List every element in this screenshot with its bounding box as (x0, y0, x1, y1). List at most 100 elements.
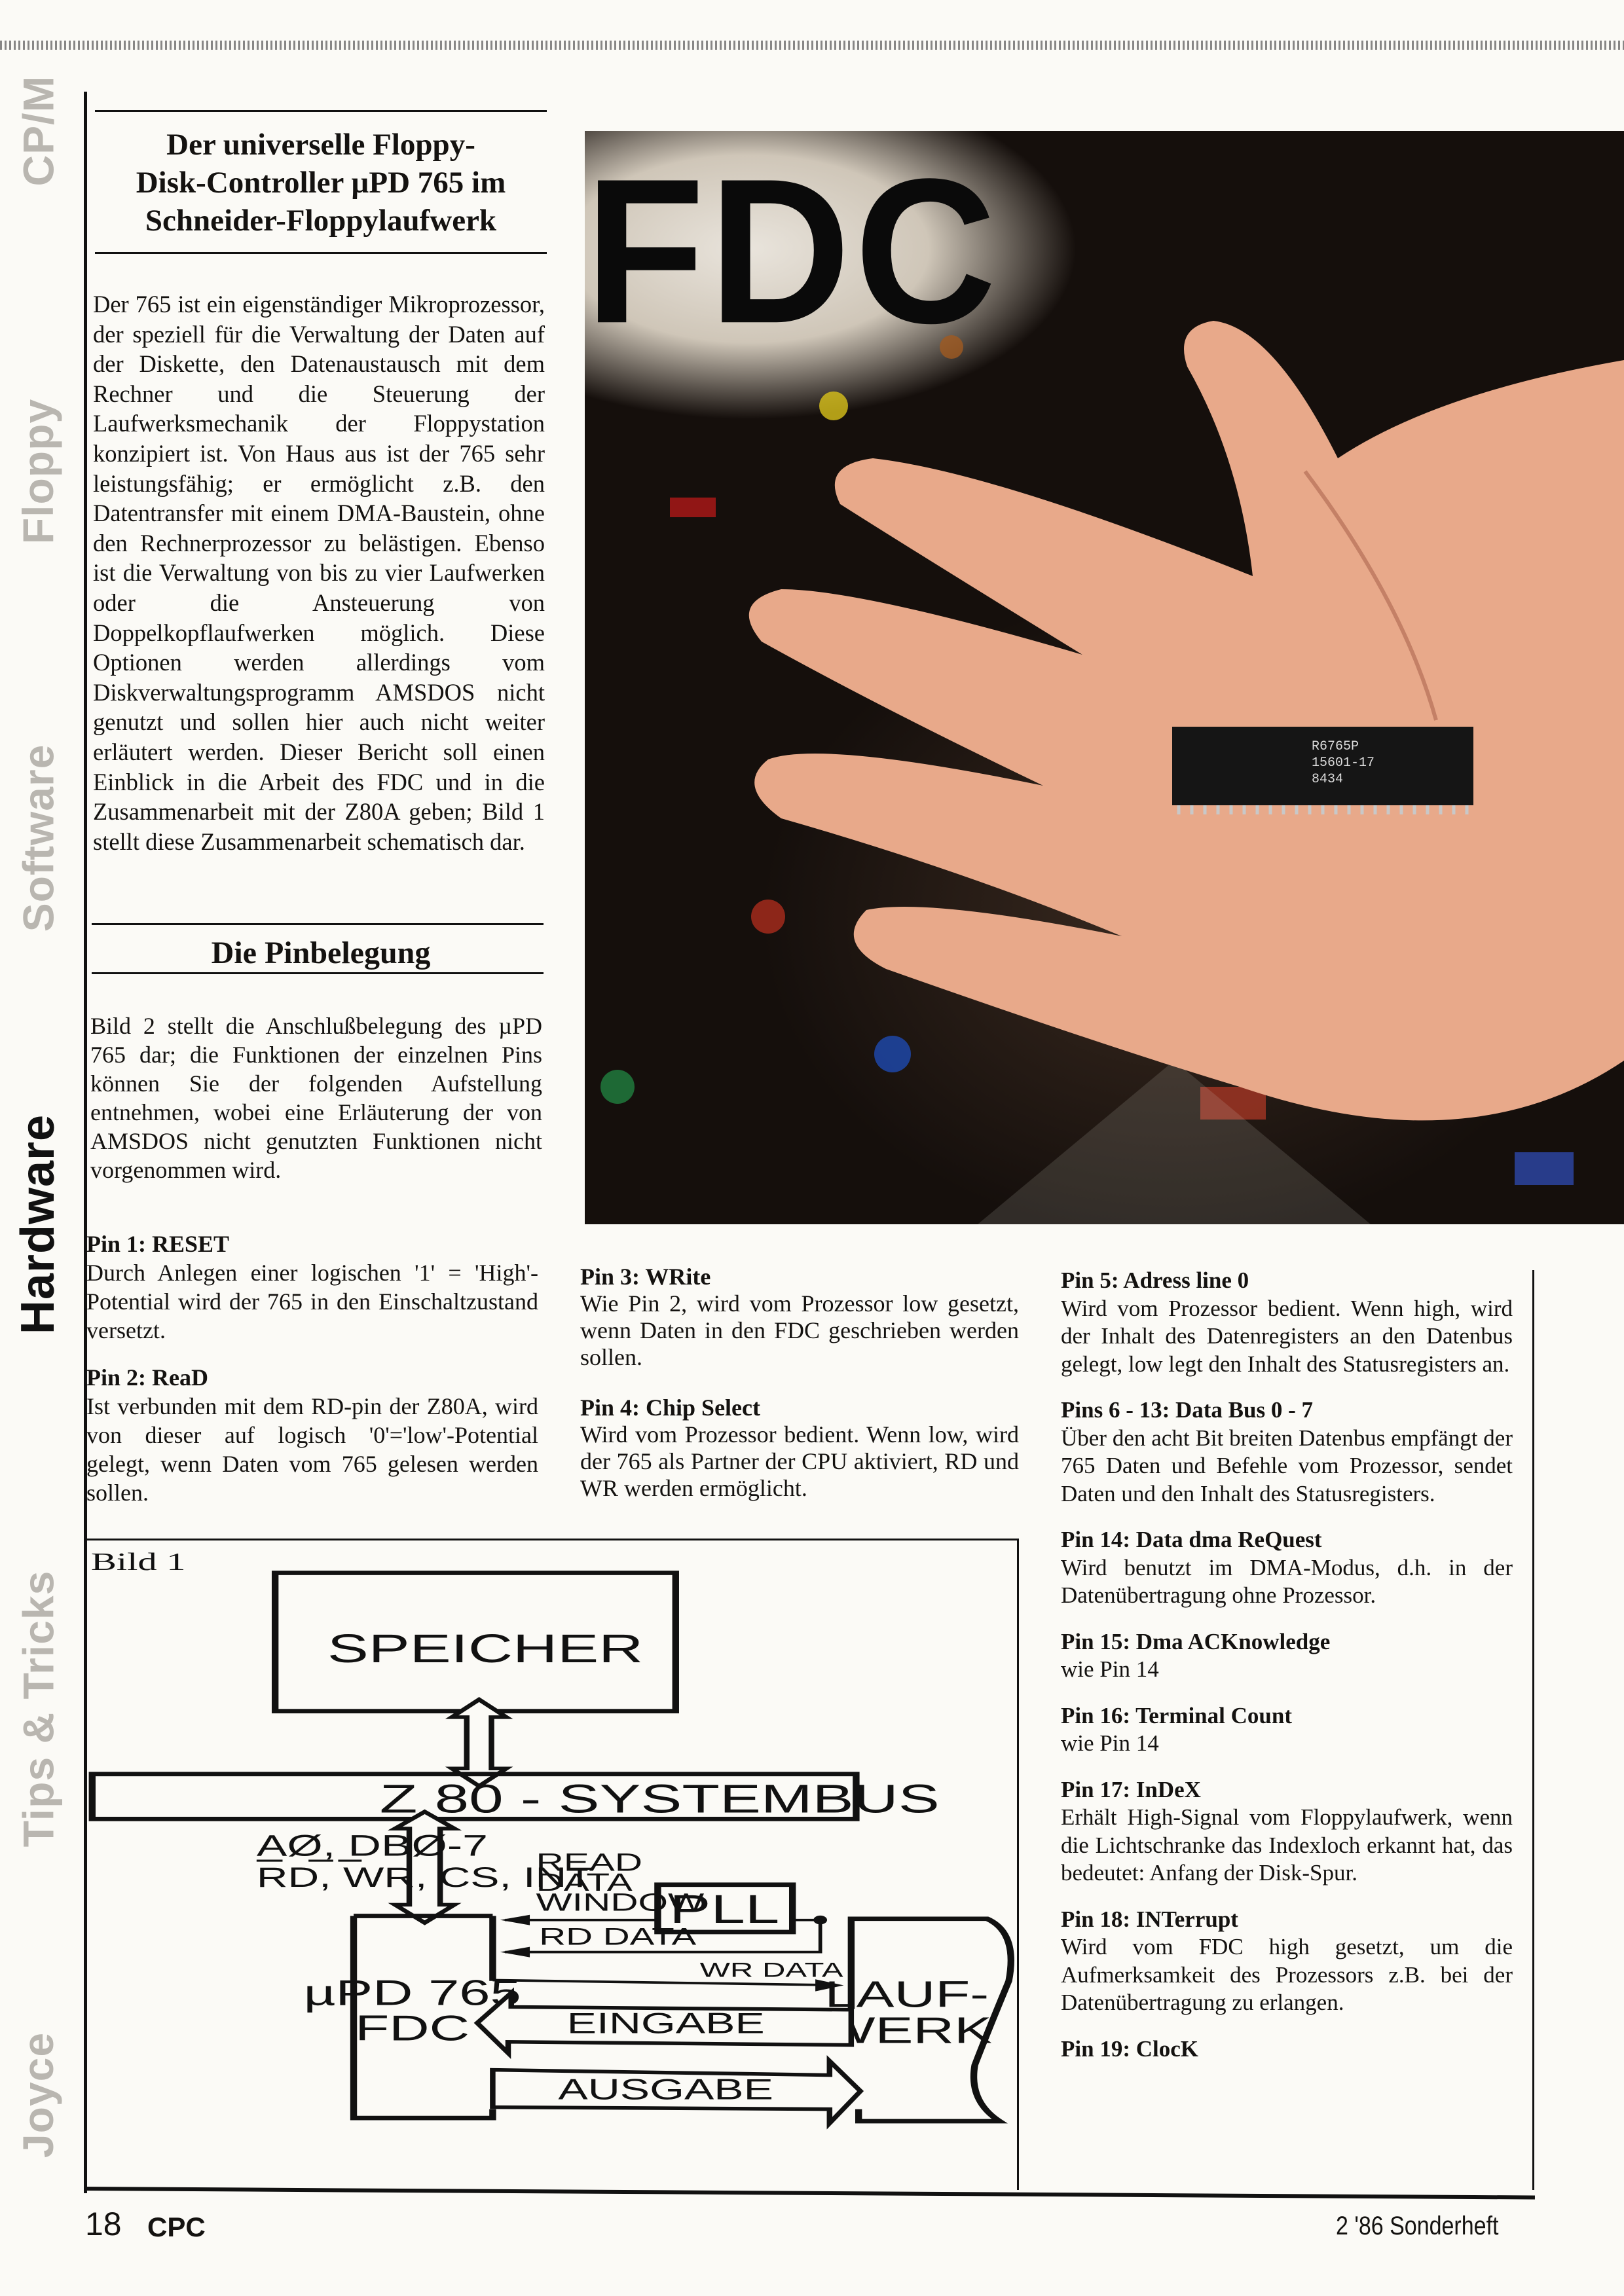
signal-label-address-data: AØ, DBØ-7 (257, 1830, 488, 1863)
pin-description: Erhält High-Signal vom Floppylaufwerk, w… (1061, 1804, 1513, 1886)
photo-headline: FDC (585, 135, 1001, 367)
chip-label: 15601-17 (1312, 756, 1375, 771)
side-tab-label: Floppy (14, 398, 62, 545)
pin-heading: Pin 3: WRite (580, 1264, 711, 1290)
pin-description: Über den acht Bit breiten Datenbus empfä… (1061, 1425, 1513, 1506)
arrowhead (815, 1979, 844, 1992)
diagram-bild-1: Bild 1 SPEICHER Z 80 - SYSTEMBUS AØ, DBØ… (88, 1548, 1014, 2130)
fdc-box (350, 1914, 496, 2121)
pin-description: wie Pin 14 (1061, 1730, 1159, 1756)
chip: R6765P 15601-17 8434 (1172, 727, 1473, 814)
board-dot (940, 335, 963, 359)
side-tab-tips-tricks[interactable]: Tips & Tricks (12, 1532, 64, 1886)
photo-illustration: R6765P 15601-17 8434 (600, 321, 1624, 1224)
wr-data-line (492, 1978, 821, 1986)
diagram-top-border (85, 1539, 1018, 1540)
side-tab-cpm[interactable]: CP/M (12, 76, 64, 187)
read-data-window-label: DATA (536, 1868, 632, 1896)
drive-box (847, 1916, 1014, 2124)
title-rule-top (95, 110, 547, 112)
side-tab-label: CP/M (14, 75, 62, 187)
signal-label-control: RD, WR, CS, INT (257, 1861, 593, 1893)
junction-dot (813, 1915, 828, 1925)
page-number: 18 (85, 2206, 122, 2242)
input-arrow (473, 1987, 855, 2060)
board-dot (819, 392, 848, 420)
pin-description: wie Pin 14 (1061, 1656, 1159, 1682)
memory-bus-arrow (445, 1697, 513, 1789)
pin-description: Wie Pin 2, wird vom Prozessor low gesetz… (580, 1290, 1019, 1370)
rd-data-label: RD DATA (539, 1923, 696, 1950)
board-dot (670, 498, 716, 517)
pin-heading: Pin 15: Dma ACKnowledge (1061, 1628, 1331, 1654)
side-tab-label: Software (14, 744, 63, 932)
read-data-window-label: WINDOW (536, 1889, 704, 1916)
side-tab-hardware[interactable]: Hardware (12, 1061, 64, 1388)
arrowhead (500, 1946, 530, 1958)
chip-pins (1177, 805, 1469, 814)
pin-heading: Pin 1: RESET (86, 1231, 230, 1257)
side-tab-label: Tips & Tricks (14, 1570, 63, 1848)
wr-data-label: WR DATA (700, 1958, 843, 1981)
section-heading: Die Pinbelegung (211, 936, 431, 970)
pin-description: Ist verbunden mit dem RD-pin der Z80A, w… (86, 1393, 538, 1506)
pin-heading: Pin 2: ReaD (86, 1364, 208, 1391)
diagram-caption: Bild 1 (91, 1548, 186, 1575)
pin-heading: Pins 6 - 13: Data Bus 0 - 7 (1061, 1397, 1314, 1423)
section-rule-bottom (92, 972, 544, 974)
title-rule-bottom (95, 252, 547, 254)
frame-left-border (84, 92, 87, 2193)
side-tab-floppy[interactable]: Floppy (12, 373, 64, 570)
bus-fdc-arrow (387, 1809, 462, 1925)
side-tab-joyce[interactable]: Joyce (12, 2016, 64, 2174)
pin-description: Wird benutzt im DMA-Modus, d.h. in der D… (1061, 1554, 1513, 1609)
game-board-pieces (600, 335, 1574, 1224)
palm-crease (1303, 470, 1438, 721)
pin-heading: Pin 16: Terminal Count (1061, 1702, 1292, 1728)
section-paragraph: Bild 2 stellt die Anschlußbelegung des µ… (90, 1013, 542, 1183)
side-tab-software[interactable]: Software (12, 714, 64, 962)
chip-label: 8434 (1312, 772, 1343, 787)
right-column-border (1532, 1270, 1534, 2190)
title-line: Der universelle Floppy- (166, 128, 475, 162)
board-dot (874, 1036, 911, 1072)
rd-data-line (505, 1918, 822, 1954)
photo-fdc-chip-in-hand: R6765P 15601-17 8434 FDC (585, 131, 1624, 1224)
board-dot (1200, 1087, 1266, 1120)
hand (748, 321, 1624, 1121)
board-dot (751, 900, 785, 934)
fdc-label: µPD 765 (304, 1973, 521, 2013)
diagram-right-border (1017, 1539, 1019, 2190)
input-label: EINGABE (567, 2007, 765, 2039)
intro-paragraph: Der 765 ist ein eigenständiger Mikroproz… (93, 291, 545, 855)
output-arrow (490, 2055, 864, 2130)
pin-heading: Pin 19: ClocK (1061, 2035, 1198, 2062)
side-tab-label: Joyce (14, 2032, 63, 2159)
pin-description: Wird vom Prozessor bedient. Wenn low, wi… (580, 1421, 1019, 1501)
issue-label: 2 '86 Sonderheft (1336, 2212, 1499, 2240)
top-dotted-rule (0, 41, 1624, 50)
pll-box (654, 1882, 796, 1935)
pin-description: Wird vom FDC high gesetzt, um die Aufmer… (1061, 1934, 1513, 2015)
title-line: Disk-Controller µPD 765 im (136, 166, 506, 200)
chip-label: R6765P (1312, 739, 1359, 754)
pll-label: PLL (669, 1887, 779, 1931)
article-title: Der universelle Floppy- Disk-Controller … (95, 126, 547, 240)
side-tab-label: Hardware (12, 1114, 64, 1335)
pin-heading: Pin 4: Chip Select (580, 1394, 760, 1421)
magazine-logo: CPC (147, 2212, 206, 2242)
output-label: AUSGABE (558, 2073, 773, 2105)
board-pattern (978, 1061, 1371, 1224)
pin-heading: Pin 5: Adress line 0 (1061, 1267, 1249, 1293)
